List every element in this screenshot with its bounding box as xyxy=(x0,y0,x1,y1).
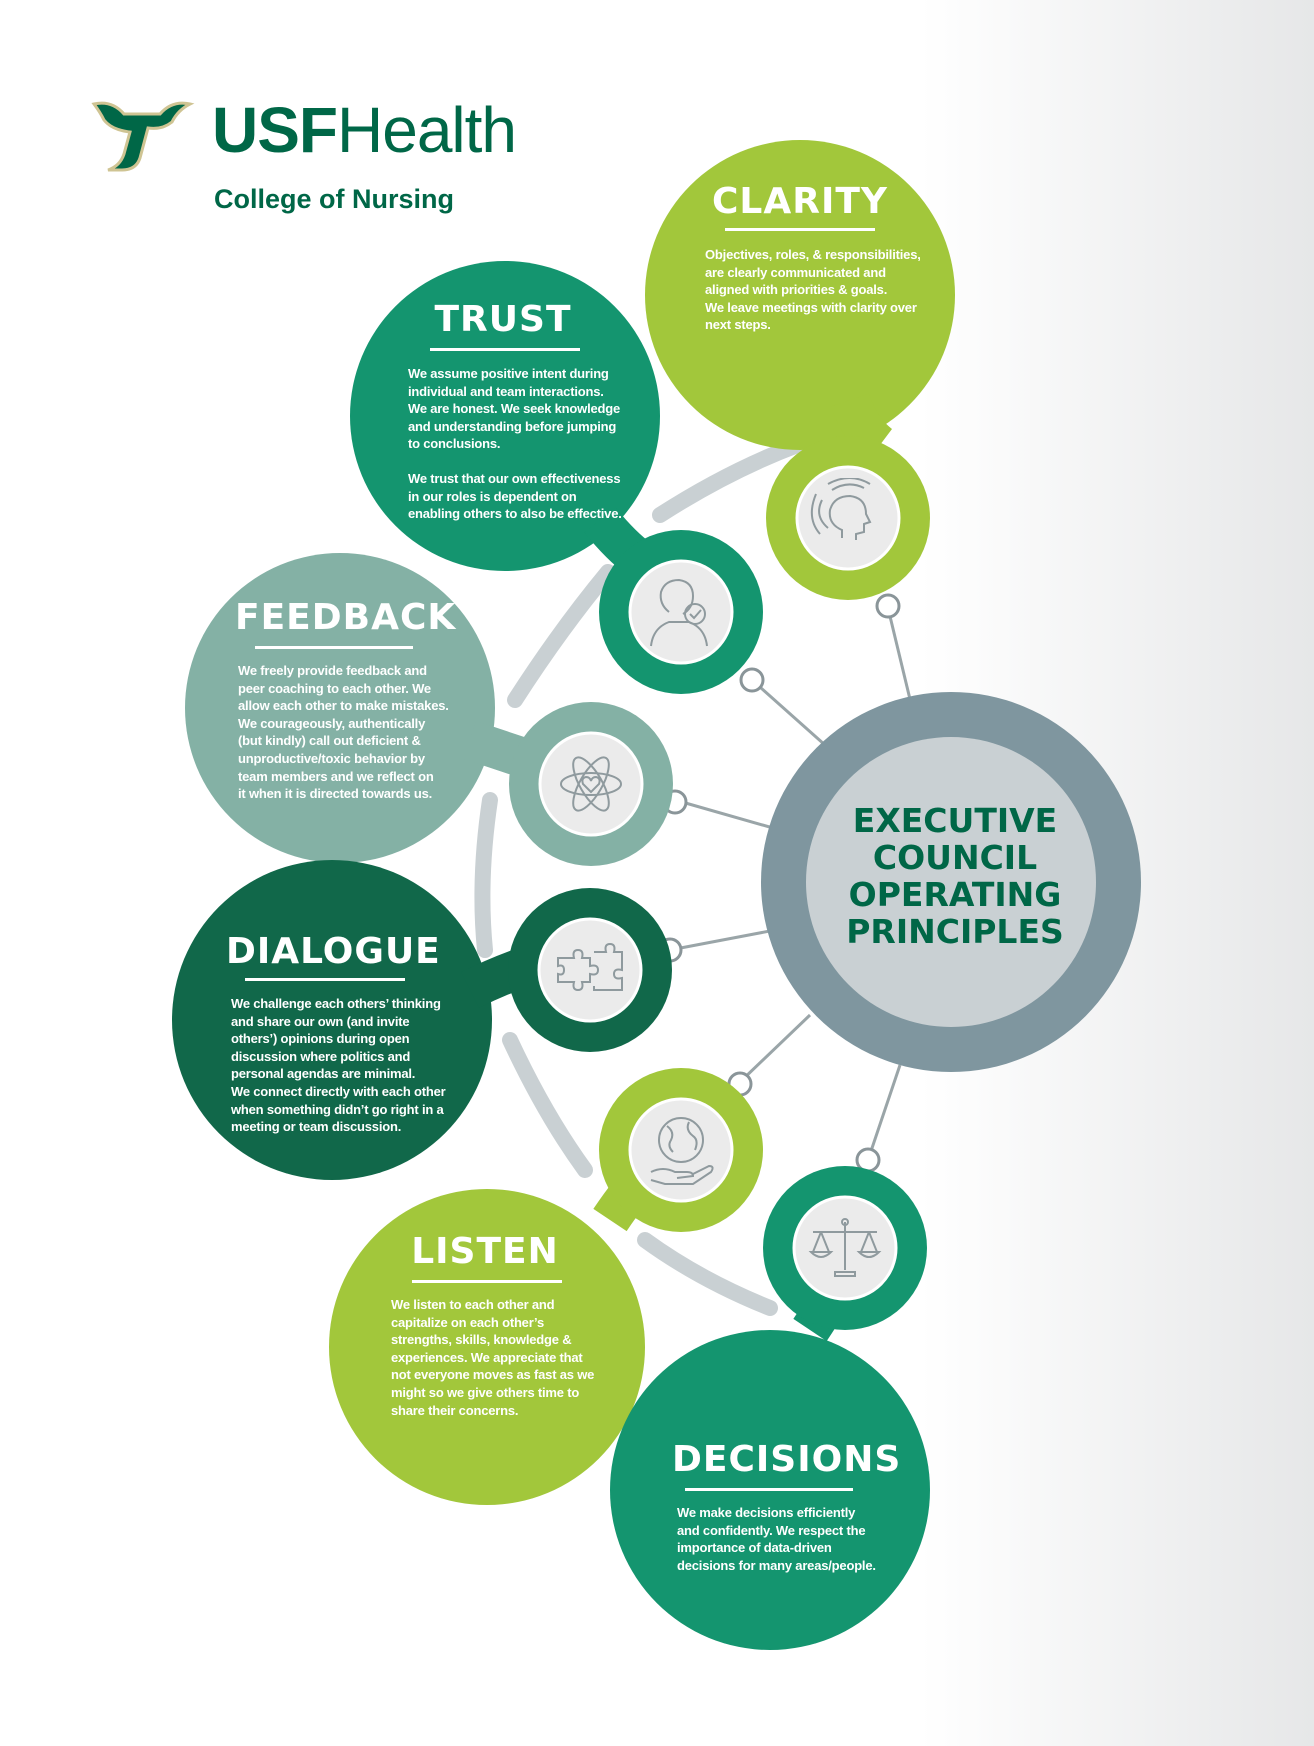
puzzle-icon xyxy=(557,942,623,992)
decisions-paragraph: We make decisions efficiently and confid… xyxy=(677,1505,876,1573)
center-title: EXECUTIVE COUNCIL OPERATING PRINCIPLES xyxy=(846,801,1064,951)
head-awareness-icon xyxy=(810,478,872,540)
trust-text: We assume positive intent during individ… xyxy=(408,365,638,540)
decisions-title: DECISIONS xyxy=(672,1439,902,1480)
spokes xyxy=(669,607,917,1161)
feedback-title: FEEDBACK xyxy=(235,597,457,638)
listen-rule xyxy=(412,1280,562,1283)
clarity-node xyxy=(645,140,955,600)
dialogue-title: DIALOGUE xyxy=(226,931,441,972)
trust-paragraph-2: We trust that our own effectiveness in o… xyxy=(408,470,622,522)
clarity-title: CLARITY xyxy=(712,181,888,222)
clarity-rule xyxy=(725,228,875,231)
globe-hand-icon xyxy=(650,1117,714,1185)
connector-arcs xyxy=(474,436,808,1316)
feedback-node xyxy=(185,553,673,866)
center-node xyxy=(761,692,1141,1072)
brand-usf: USF xyxy=(212,94,338,166)
feedback-text: We freely provide feedback and peer coac… xyxy=(238,662,473,820)
listen-title: LISTEN xyxy=(411,1231,559,1272)
trust-node xyxy=(350,261,763,694)
feedback-rule xyxy=(255,646,413,649)
brand-subtitle: College of Nursing xyxy=(214,184,455,214)
clarity-text: Objectives, roles, & responsibilities, a… xyxy=(705,246,935,351)
usf-bull-logo-icon xyxy=(91,101,195,172)
listen-paragraph: We listen to each other and capitalize o… xyxy=(391,1297,595,1418)
dialogue-text: We challenge each others’ thinking and s… xyxy=(231,995,471,1153)
person-check-icon xyxy=(650,578,708,647)
clarity-paragraph: Objectives, roles, & responsibilities, a… xyxy=(705,247,921,333)
feedback-paragraph: We freely provide feedback and peer coac… xyxy=(238,663,449,802)
brand-health: Health xyxy=(337,94,517,166)
trust-title: TRUST xyxy=(434,299,572,340)
decisions-rule xyxy=(685,1488,853,1491)
trust-paragraph-1: We assume positive intent during individ… xyxy=(408,366,621,452)
dialogue-paragraph: We challenge each others’ thinking and s… xyxy=(231,996,446,1135)
trust-rule xyxy=(430,348,580,351)
listen-text: We listen to each other and capitalize o… xyxy=(391,1296,621,1436)
brand-wordmark: USFHealth xyxy=(212,98,517,162)
atom-heart-icon xyxy=(560,756,622,812)
dialogue-rule xyxy=(245,978,405,981)
scales-icon xyxy=(808,1218,882,1277)
decisions-text: We make decisions efficiently and confid… xyxy=(677,1504,907,1591)
dialogue-node xyxy=(172,860,672,1180)
